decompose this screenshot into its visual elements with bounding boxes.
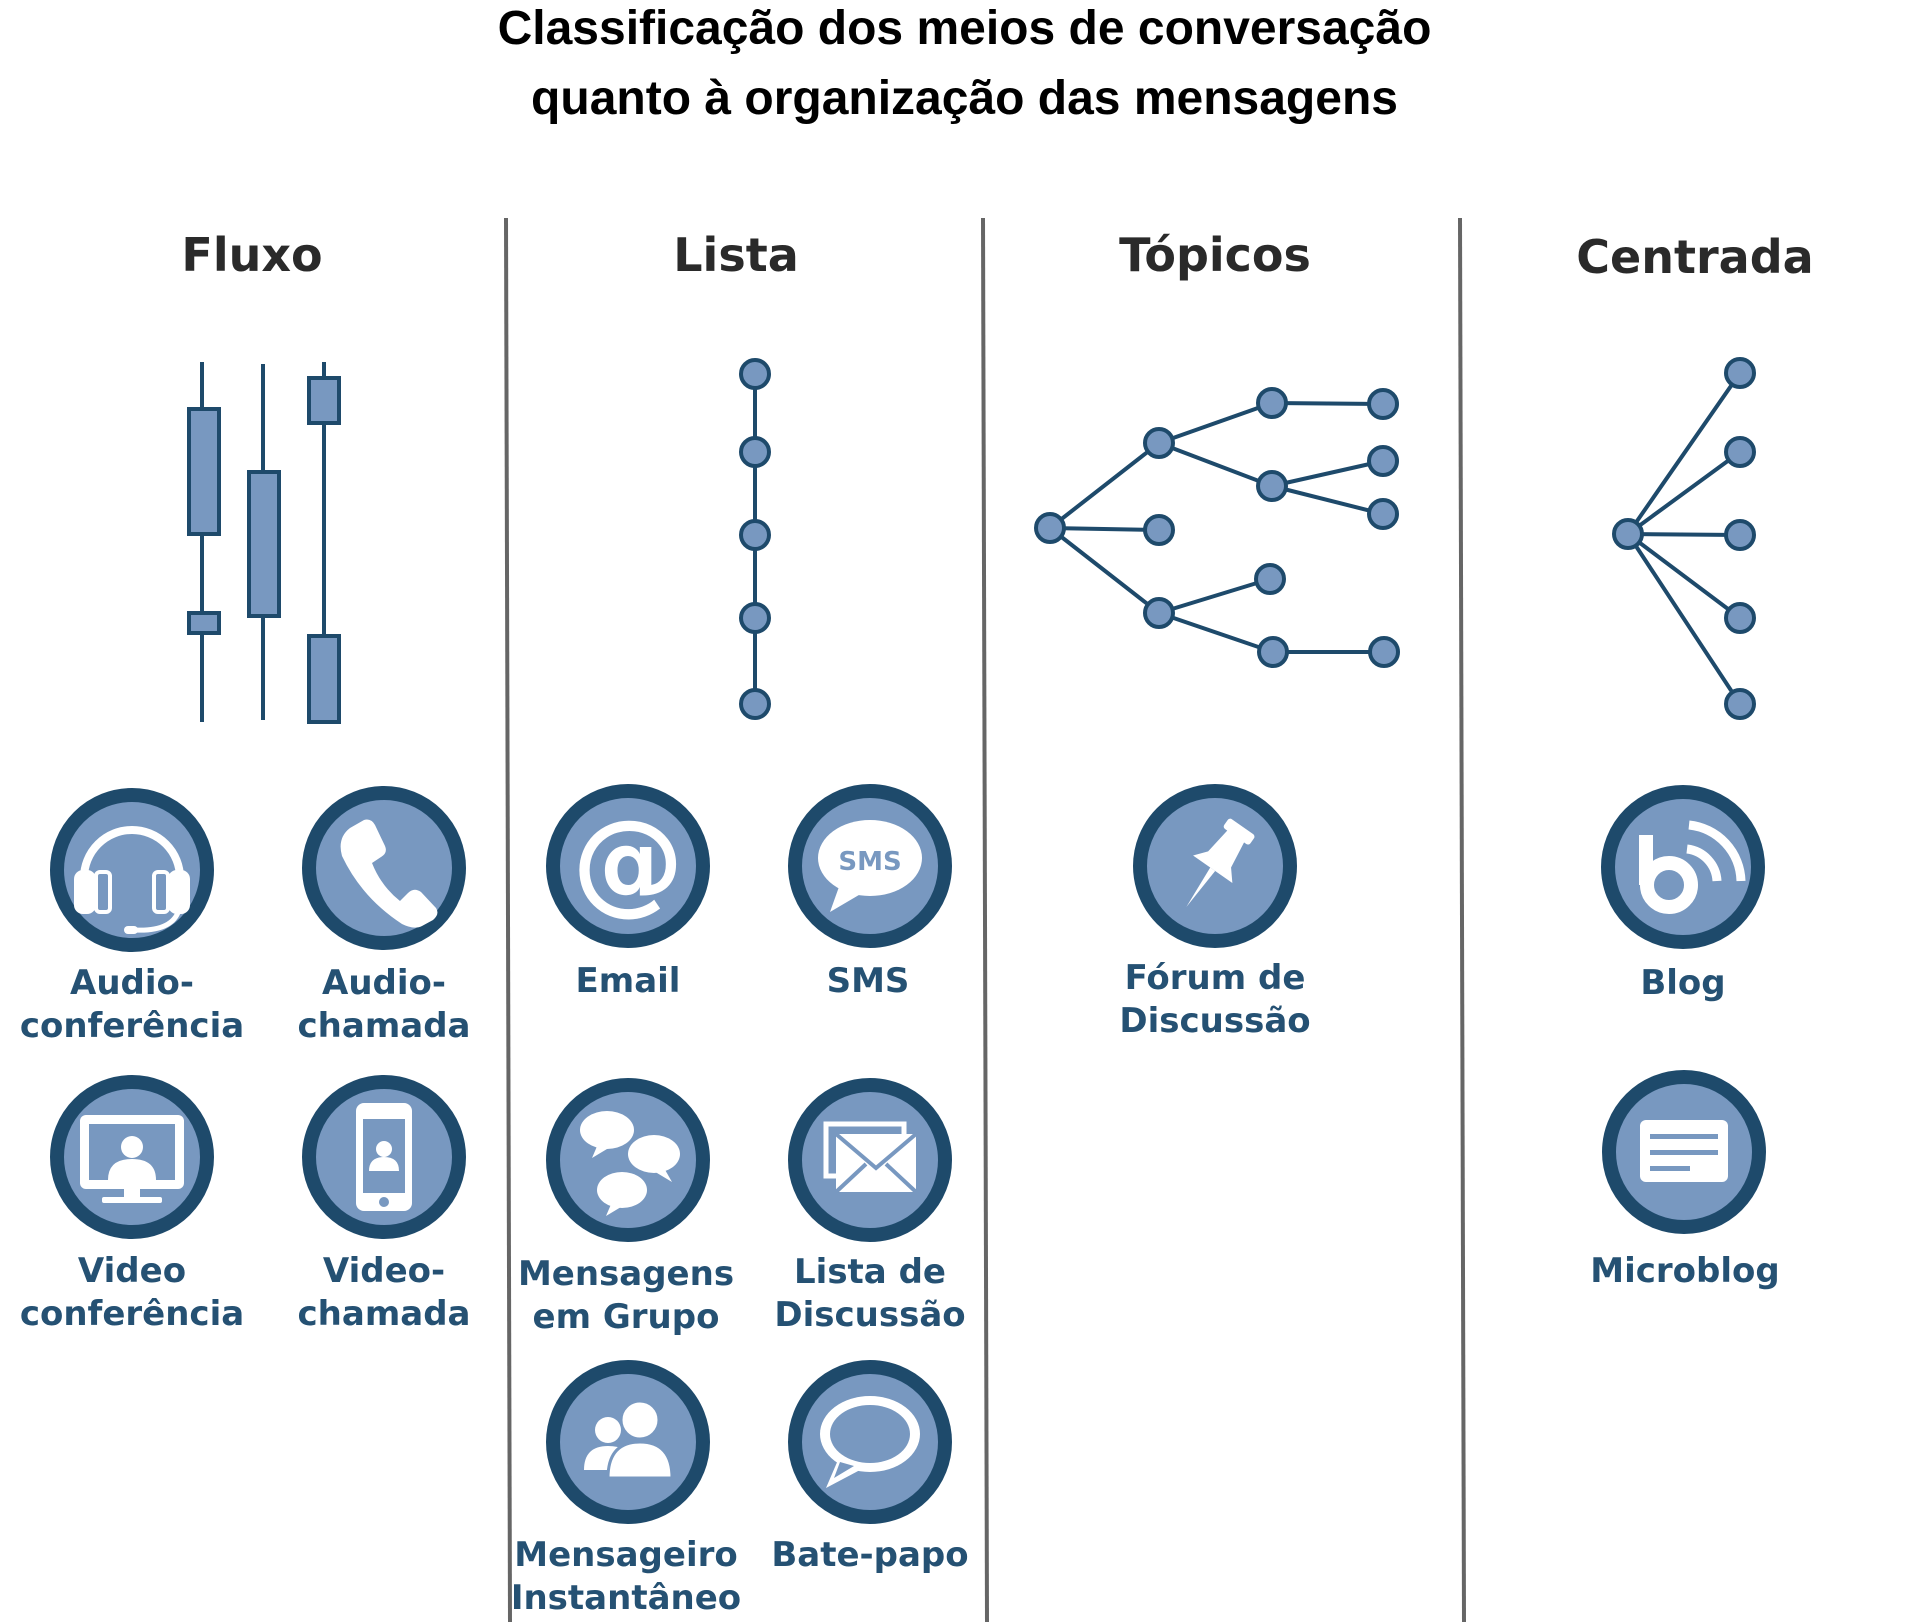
label-videochamada: Video- chamada (297, 1251, 471, 1334)
text-card-icon (1602, 1070, 1766, 1234)
topicos-tree-diagram (1034, 387, 1400, 668)
column-title-lista: Lista (673, 228, 799, 282)
envelopes-icon (788, 1078, 952, 1242)
label-sms: SMS (826, 961, 910, 1001)
label-email: Email (575, 961, 681, 1001)
centrada-star-diagram (1612, 357, 1756, 720)
sms-icon-text: SMS (838, 847, 901, 877)
group-bubbles-icon (546, 1078, 710, 1242)
people-icon (546, 1360, 710, 1524)
label-videoconferencia: Video conferência (19, 1251, 245, 1334)
label-bate-papo: Bate-papo (771, 1535, 969, 1575)
page-title-line2: quanto à organização das mensagens (531, 72, 1398, 125)
column-title-fluxo: Fluxo (181, 228, 323, 282)
lista-diagram (739, 358, 771, 720)
pushpin-icon (1133, 784, 1297, 948)
label-mensagens-grupo: Mensagens em Grupo (517, 1254, 735, 1337)
label-mensageiro-instantaneo: Mensageiro Instantâneo (510, 1535, 742, 1618)
label-audiochamada: Audio- chamada (297, 963, 471, 1046)
label-lista-discussao: Lista de Discussão (774, 1252, 966, 1335)
column-title-topicos: Tópicos (1119, 228, 1311, 282)
divider-2 (981, 217, 989, 1622)
label-microblog: Microblog (1590, 1251, 1780, 1291)
svg-text:@: @ (572, 797, 684, 927)
headset-icon (50, 788, 214, 952)
sms-bubble-icon: SMS (788, 784, 952, 948)
divider-1 (504, 217, 512, 1622)
column-title-centrada: Centrada (1576, 230, 1814, 284)
chat-bubble-icon (788, 1360, 952, 1524)
page-title-line1: Classificação dos meios de conversação (497, 2, 1432, 55)
monitor-icon (50, 1075, 214, 1239)
fluxo-diagram (187, 362, 341, 724)
at-sign-icon: @ (546, 784, 710, 948)
phone-icon (302, 786, 466, 950)
label-forum-discussao: Fórum de Discussão (1119, 958, 1311, 1041)
divider-3 (1458, 217, 1466, 1622)
label-blog: Blog (1640, 963, 1726, 1003)
blog-logo-icon (1601, 785, 1765, 949)
smartphone-icon (302, 1075, 466, 1239)
label-audioconferencia: Audio- conferência (19, 963, 245, 1046)
